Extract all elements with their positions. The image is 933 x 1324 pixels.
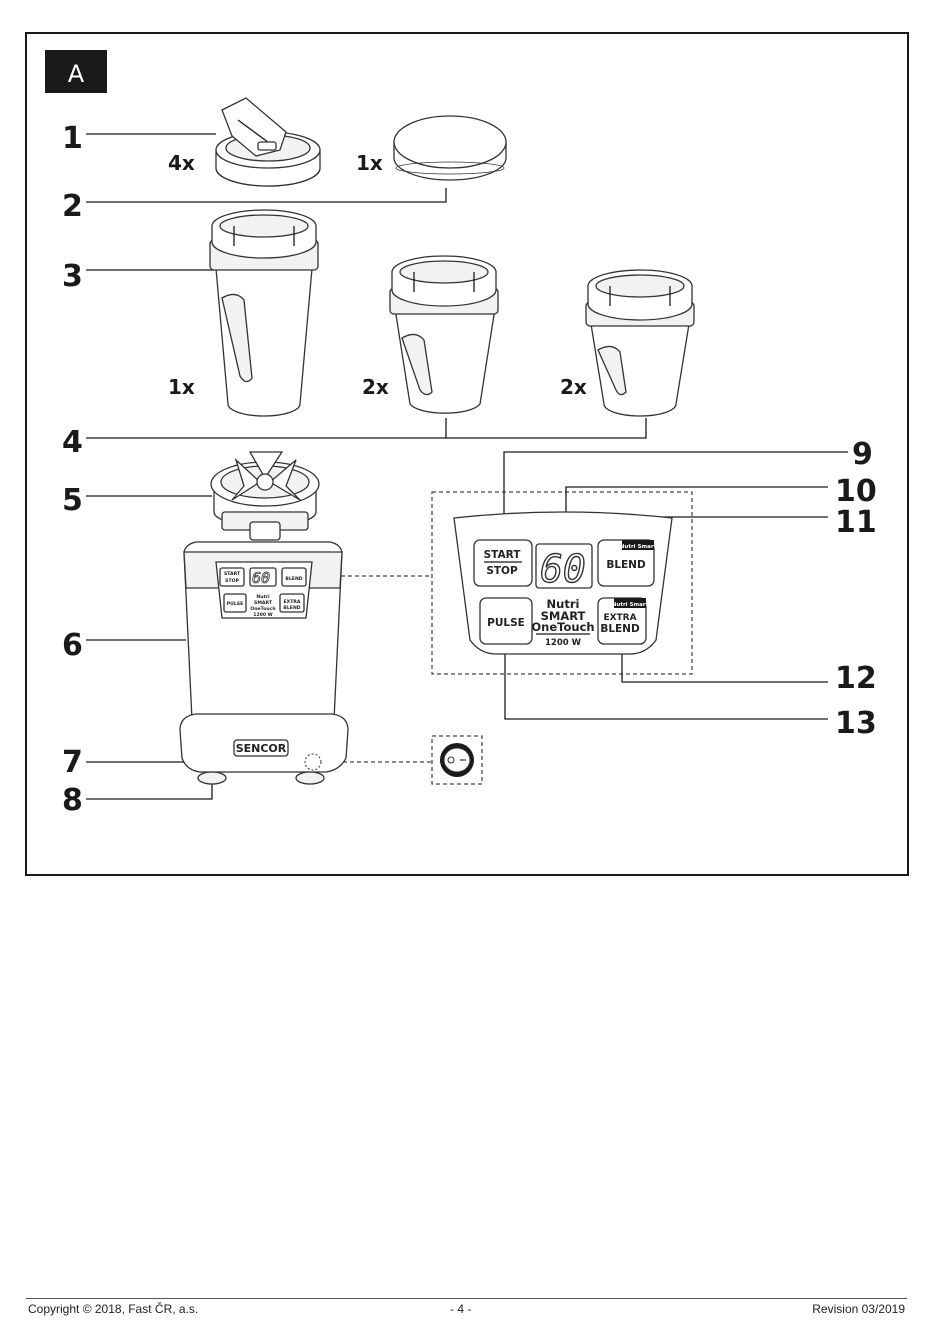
mini-brand-3: OneTouch [250,606,275,612]
callout-13: 13 [835,706,877,741]
blade-assembly-illustration [211,452,319,540]
spout-lid-illustration [216,98,320,186]
mini-pulse-label: PULSE [227,601,243,607]
qty-spout-lid: 4x [168,151,195,175]
small-cup-illustration [586,270,694,416]
callout-12: 12 [835,661,877,696]
callout-4: 4 [62,425,83,460]
mini-extra-blend-label: BLEND [283,605,300,611]
mini-extra-label: EXTRA [284,599,301,605]
power-switch-icon [440,743,474,777]
product-diagram: A 1 2 3 4 5 6 7 8 9 10 11 12 13 4 [0,0,933,1290]
brand-onetouch: OneTouch [531,620,594,634]
mini-brand-2: SMART [254,600,273,606]
callout-1: 1 [62,121,83,156]
base-logo: SENCOR [236,742,287,755]
blend-label: BLEND [606,559,646,571]
qty-small-cup: 2x [560,375,587,399]
qty-medium-cup: 2x [362,375,389,399]
stop-label: STOP [486,565,518,577]
power-rating: 1200 W [545,638,582,648]
callout-5: 5 [62,483,83,518]
copyright-text: Copyright © 2018, Fast ČR, a.s. [28,1302,198,1316]
qty-tall-cup: 1x [168,375,195,399]
revision-text: Revision 03/2019 [812,1302,905,1316]
mini-start-label: START [224,571,241,577]
mini-brand-1: Nutri [256,594,270,600]
nutri-smart-tag-2: Nutri Smart [612,602,649,608]
start-label: START [484,549,522,561]
callout-3: 3 [62,259,83,294]
timer-display: 60 [540,547,586,591]
mini-power: 1200 W [253,612,272,618]
mini-display: 60 [252,569,270,587]
callout-7: 7 [62,745,83,780]
mini-blend-label: BLEND [285,576,302,582]
nutri-smart-tag: Nutri Smart [620,544,657,550]
callout-6: 6 [62,628,83,663]
extra-label: EXTRA [603,613,636,623]
tall-cup-illustration [210,210,318,416]
page-footer: Copyright © 2018, Fast ČR, a.s. - 4 - Re… [26,1298,907,1299]
callout-2: 2 [62,189,83,224]
callout-9: 9 [852,437,873,472]
storage-lid-illustration [394,116,506,180]
medium-cup-illustration [390,256,498,413]
section-label: A [68,60,85,88]
callout-10: 10 [835,474,877,509]
pulse-label: PULSE [487,617,525,629]
page-number: - 4 - [450,1302,471,1316]
extra-blend-label: BLEND [600,623,640,635]
callout-8: 8 [62,783,83,818]
qty-storage-lid: 1x [356,151,383,175]
mini-stop-label: STOP [225,578,239,584]
callout-11: 11 [835,505,877,540]
